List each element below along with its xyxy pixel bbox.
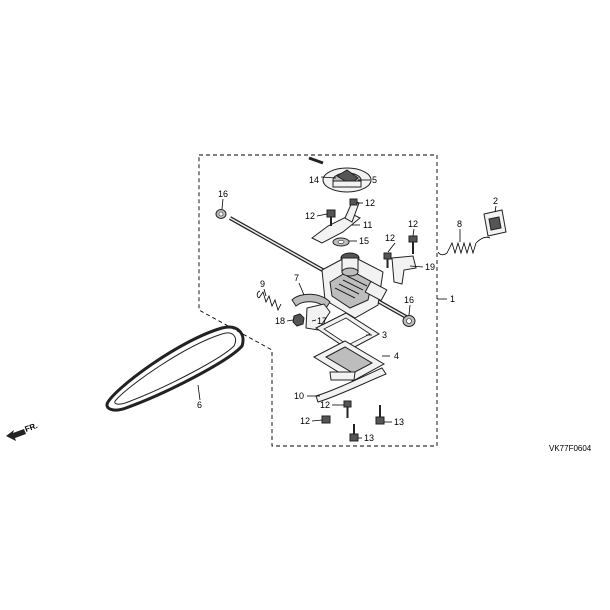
bolt-12-b bbox=[349, 198, 358, 206]
washer-15 bbox=[332, 237, 350, 247]
front-marker: FR. bbox=[24, 421, 39, 434]
callout-11: 11 bbox=[363, 220, 372, 230]
leader-lines bbox=[197, 176, 497, 439]
callout-16b: 16 bbox=[404, 295, 414, 305]
assembly-boundary bbox=[198, 154, 447, 447]
diagram-code: VK77F0604 bbox=[549, 444, 592, 453]
callout-8: 8 bbox=[457, 219, 462, 229]
callout-12d: 12 bbox=[385, 233, 395, 243]
bolt-12-f bbox=[343, 400, 352, 418]
callout-17: 17 bbox=[317, 316, 327, 326]
callout-13a: 13 bbox=[394, 417, 404, 427]
callout-12b: 12 bbox=[365, 198, 375, 208]
bolt-12-c bbox=[408, 235, 418, 254]
callout-12e: 12 bbox=[320, 400, 330, 410]
callout-6: 6 bbox=[197, 400, 202, 410]
callout-16a: 16 bbox=[218, 189, 228, 199]
callout-2: 2 bbox=[493, 196, 498, 206]
drive-belt bbox=[105, 325, 245, 412]
bolt-12-e bbox=[321, 415, 331, 424]
callout-10: 10 bbox=[294, 391, 304, 401]
callout-14: 14 bbox=[309, 175, 319, 185]
cable-guide bbox=[291, 293, 331, 331]
callout-12c: 12 bbox=[408, 219, 418, 229]
callout-4: 4 bbox=[394, 351, 399, 361]
pin bbox=[308, 156, 324, 165]
callout-13b: 13 bbox=[364, 433, 374, 443]
spring-9 bbox=[256, 290, 282, 312]
bolt-12-d bbox=[383, 252, 392, 268]
shift-lever bbox=[315, 367, 387, 403]
callout-labels: 1 2 3 4 5 6 7 8 9 10 11 12 12 12 12 12 1… bbox=[197, 175, 498, 443]
gasket bbox=[315, 312, 380, 351]
front-arrow-icon bbox=[6, 429, 26, 441]
clutch-cam bbox=[322, 167, 372, 193]
nut-18 bbox=[292, 313, 305, 327]
cover-plate bbox=[312, 340, 386, 382]
callout-12f: 12 bbox=[300, 416, 310, 426]
spring-holder bbox=[483, 209, 507, 237]
bolt-12-a bbox=[326, 209, 336, 226]
callout-1: 1 bbox=[450, 294, 455, 304]
callout-15: 15 bbox=[359, 236, 369, 246]
gear-case bbox=[321, 252, 388, 319]
callout-9: 9 bbox=[260, 279, 265, 289]
callout-19: 19 bbox=[425, 262, 435, 272]
callout-18: 18 bbox=[275, 316, 285, 326]
bracket bbox=[391, 255, 417, 285]
spring-8 bbox=[437, 236, 491, 256]
callout-7: 7 bbox=[294, 273, 299, 283]
washer-16-left bbox=[215, 209, 227, 219]
callout-5: 5 bbox=[372, 175, 377, 185]
shift-arm bbox=[311, 199, 361, 244]
bolt-13-a bbox=[375, 405, 385, 425]
bolt-13-b bbox=[349, 424, 359, 442]
callout-12a: 12 bbox=[305, 211, 315, 221]
washer-16-right bbox=[402, 315, 416, 327]
callout-3: 3 bbox=[382, 330, 387, 340]
